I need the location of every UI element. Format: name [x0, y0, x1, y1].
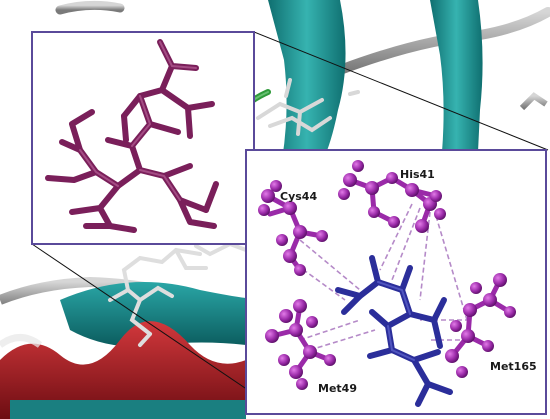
alpha-helix	[0, 321, 246, 419]
coil-top	[55, 0, 125, 15]
coil-right-small	[519, 92, 548, 111]
label-met49: Met49	[318, 382, 357, 395]
label-cys44: Cys44	[280, 190, 317, 203]
label-his41: His41	[400, 168, 435, 181]
zoom-connectors	[31, 31, 549, 391]
residue-atoms	[258, 160, 516, 390]
teal-ribbon-lower	[60, 282, 246, 347]
sidechain-sticks-top	[256, 78, 360, 136]
beta-strand-2	[430, 0, 483, 152]
ligand-inset-panel	[31, 31, 255, 245]
sidechain-sticks-lower	[108, 241, 248, 347]
binding-pocket-panel: Cys44 His41 Met49 Met165	[245, 149, 547, 415]
beta-strand-1	[268, 0, 346, 170]
ligand-stick-model	[45, 39, 219, 233]
label-met165: Met165	[490, 360, 537, 373]
